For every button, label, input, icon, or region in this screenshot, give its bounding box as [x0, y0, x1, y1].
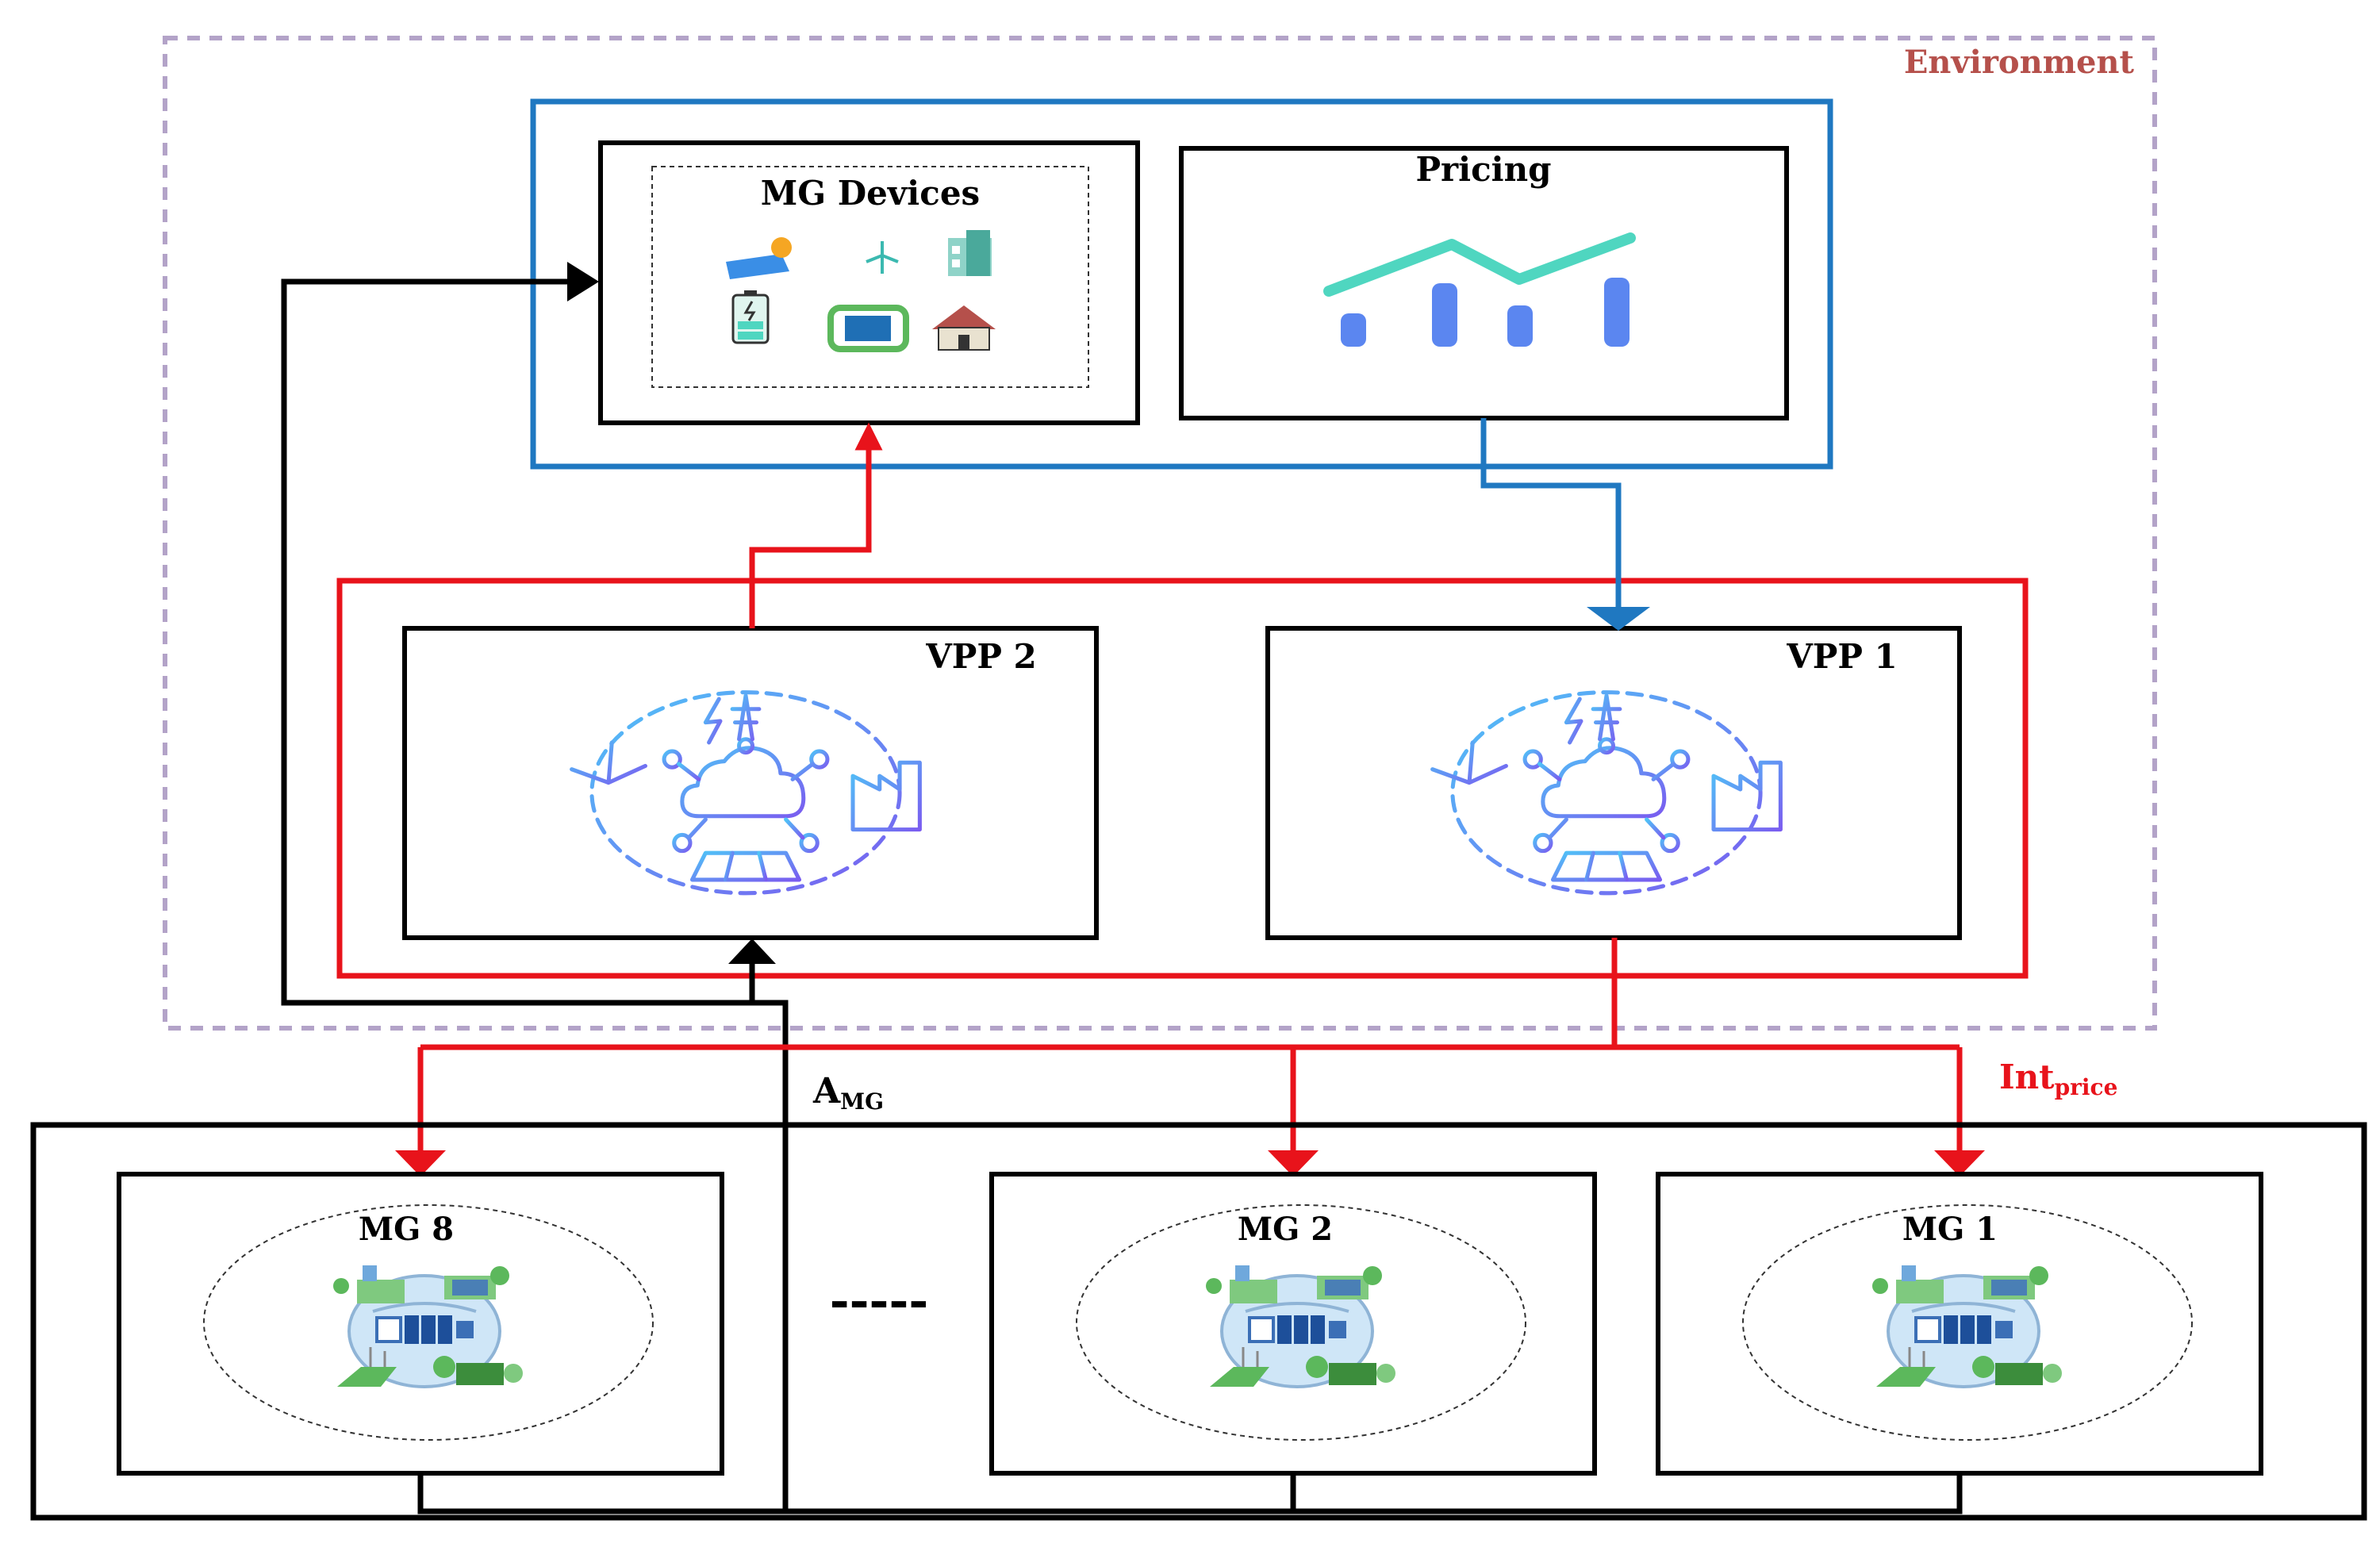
- amg-label: AMG: [812, 1071, 884, 1115]
- mg-devices-inner-frame: [651, 166, 1089, 388]
- ellipsis: -----: [830, 1273, 929, 1329]
- vpp2-box: [402, 626, 1099, 940]
- price-to-mg2-arrowhead: [1268, 1150, 1319, 1177]
- microgrid-icon: [1204, 1264, 1397, 1388]
- action-feedback-arrowhead: [567, 262, 599, 301]
- mg8-title: MG 8: [359, 1211, 454, 1248]
- vpp2-to-devices-arrow: [749, 422, 883, 628]
- action-feedback-line: [281, 278, 785, 1006]
- amg-to-vpp2-arrowhead: [728, 939, 776, 964]
- pricing-box: [1179, 146, 1789, 420]
- wind-turbine-icon: [866, 241, 899, 274]
- building-icon: [948, 230, 992, 276]
- mg8-circle: [203, 1204, 654, 1441]
- pricing-title: Pricing: [1415, 150, 1551, 189]
- microgrid-icon: [1871, 1264, 2063, 1388]
- int-price-label: Intprice: [1999, 1058, 2117, 1100]
- vpp2-title: VPP 2: [925, 637, 1037, 676]
- mg-devices-title: MG Devices: [761, 174, 980, 213]
- mg-return-bus: [417, 1473, 1963, 1514]
- mg-devices-box: [598, 140, 1140, 425]
- environment-boundary: [163, 36, 2157, 1031]
- solar-panel-icon: [726, 237, 792, 279]
- vpp1-box: [1265, 626, 1962, 940]
- environment-label: Environment: [1904, 44, 2135, 81]
- vpp1-title: VPP 1: [1786, 637, 1898, 676]
- vpp-container: [336, 578, 2029, 979]
- microgrid-icon: [332, 1264, 524, 1388]
- price-to-mg1-arrowhead: [1934, 1150, 1985, 1177]
- mg2-circle: [1076, 1204, 1526, 1441]
- generator-icon: [827, 305, 909, 352]
- mg1-title: MG 1: [1902, 1211, 1998, 1248]
- microgrid-container: [30, 1122, 2367, 1521]
- mg2-title: MG 2: [1238, 1211, 1333, 1248]
- house-icon: [932, 305, 996, 351]
- pricing-to-vpp1-line: [1480, 418, 1622, 611]
- pricing-to-vpp1-arrowhead: [1587, 607, 1650, 631]
- price-to-mg8-arrowhead: [395, 1150, 446, 1177]
- mg1-circle: [1742, 1204, 2193, 1441]
- pricing-chart-icon: [1323, 232, 1636, 347]
- battery-icon: [731, 290, 770, 344]
- amg-bus-line: [752, 1000, 789, 1511]
